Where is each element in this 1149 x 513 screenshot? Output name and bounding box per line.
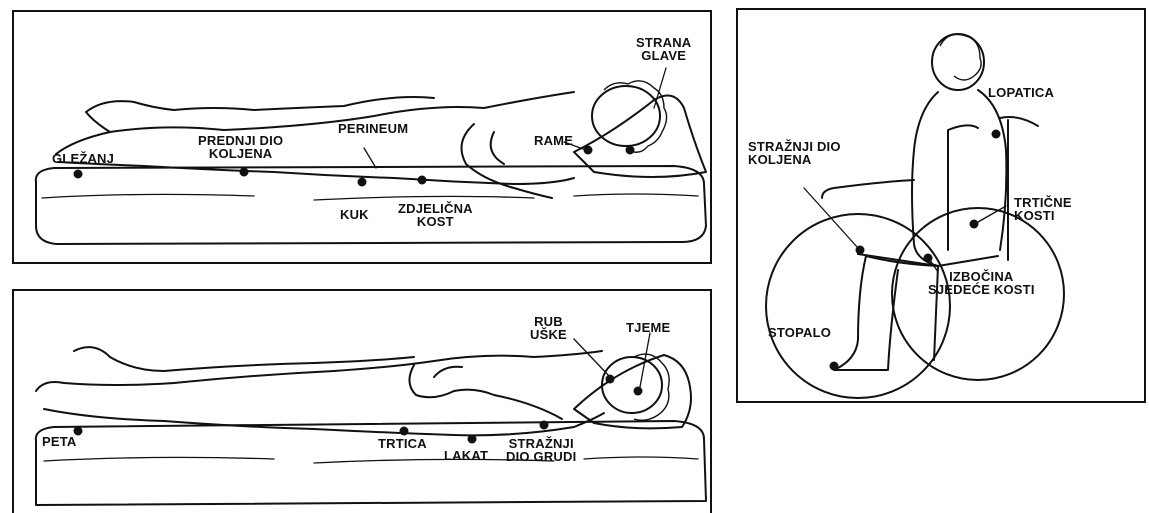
label-trticne-kosti: TRTIČNE KOSTI — [1014, 196, 1072, 222]
label-rame: RAME — [534, 134, 573, 147]
label-glezanj: GLEŽANJ — [52, 152, 114, 165]
head — [592, 86, 660, 146]
uska-point — [606, 375, 615, 384]
mattress — [36, 421, 706, 505]
head — [602, 357, 662, 413]
label-rub-uske: RUB UŠKE — [530, 315, 567, 341]
label-lopatica: LOPATICA — [988, 86, 1054, 99]
grudi-point — [540, 421, 549, 430]
supine-illustration — [14, 291, 712, 513]
label-straznji-dio-koljena: STRAŽNJI DIO KOLJENA — [748, 140, 841, 166]
mattress-stitch — [42, 194, 698, 200]
label-tjeme: TJEME — [626, 321, 670, 334]
trtica-point — [400, 427, 409, 436]
label-stopalo: STOPALO — [768, 326, 831, 339]
glava-point — [626, 146, 635, 155]
label-straznji-dio-grudi: STRAŽNJI DIO GRUDI — [506, 437, 576, 463]
label-prednji-dio-koljena: PREDNJI DIO KOLJENA — [198, 134, 283, 160]
gležanj-point — [74, 170, 83, 179]
side-lying-illustration — [14, 12, 712, 264]
stopalo-point — [830, 362, 839, 371]
kuk-point — [358, 178, 367, 187]
label-zdjelicna-kost: ZDJELIČNA KOST — [398, 202, 473, 228]
body-outline — [56, 92, 574, 184]
pillow — [574, 355, 691, 428]
label-peta: PETA — [42, 435, 77, 448]
seated-illustration — [738, 10, 1146, 403]
seated-panel: LOPATICA STRAŽNJI DIO KOLJENA TRTIČNE KO… — [736, 8, 1146, 403]
label-izbocina-sjedece-kosti: IZBOČINA SJEDEĆE KOSTI — [928, 270, 1035, 296]
side-lying-panel: STRANA GLAVE GLEŽANJ PREDNJI DIO KOLJENA… — [12, 10, 712, 264]
supine-panel: RUB UŠKE TJEME PETA TRTICA LAKAT STRAŽNJ… — [12, 289, 712, 513]
label-lakat: LAKAT — [444, 449, 488, 462]
trticne-point — [970, 220, 979, 229]
hair — [604, 81, 667, 152]
label-trtica: TRTICA — [378, 437, 427, 450]
zdjelicna-point — [418, 176, 427, 185]
body-outline — [822, 90, 1006, 370]
tjeme-point — [634, 387, 643, 396]
koljeno-point — [240, 168, 249, 177]
lakat-point — [468, 435, 477, 444]
label-kuk: KUK — [340, 208, 369, 221]
label-perineum: PERINEUM — [338, 122, 408, 135]
arms — [409, 365, 562, 419]
lopatica-point — [992, 130, 1001, 139]
label-strana-glave: STRANA GLAVE — [636, 36, 691, 62]
